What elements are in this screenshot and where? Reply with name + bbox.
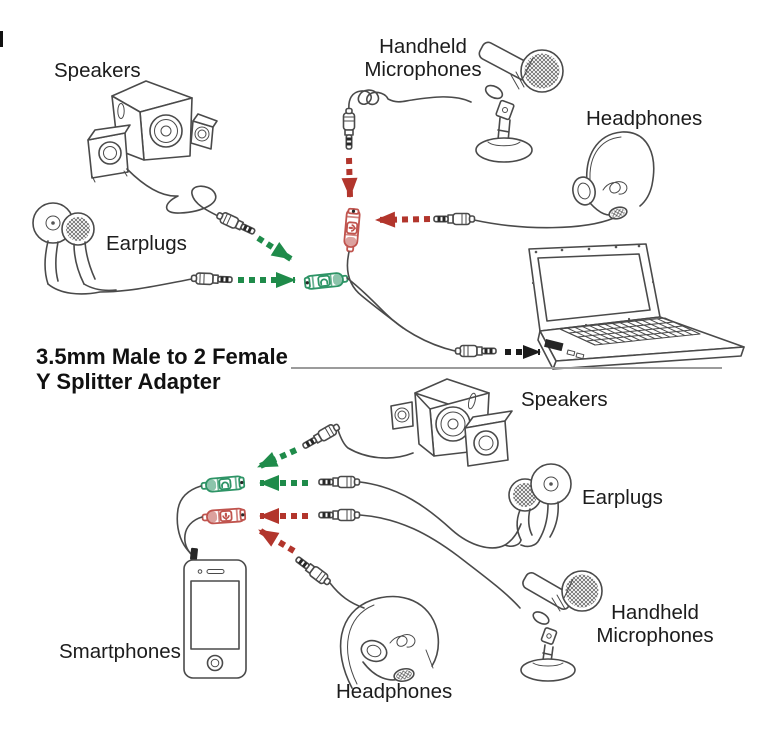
label-speakers-bottom: Speakers bbox=[521, 388, 608, 411]
label-handheld-bottom-line1: Handheld bbox=[611, 601, 699, 624]
microphone-cable-top bbox=[348, 89, 472, 111]
red-arrow-microphone-top bbox=[341, 157, 358, 198]
label-headphones-bottom: Headphones bbox=[336, 680, 453, 703]
product-title-line1: 3.5mm Male to 2 Female bbox=[36, 344, 288, 369]
speakers-cable-bottom bbox=[337, 429, 414, 459]
audio-plug-speakers-top bbox=[214, 209, 258, 238]
speakers-illustration-top bbox=[87, 80, 218, 183]
label-earplugs-top: Earplugs bbox=[106, 232, 187, 255]
audio-plug-speakers-bottom bbox=[299, 420, 343, 453]
headset-cable-bottom bbox=[329, 582, 365, 609]
headphone-port-connector-bottom bbox=[200, 474, 246, 494]
red-arrow-headphones-top bbox=[375, 211, 431, 228]
headset-illustration-top bbox=[572, 131, 655, 220]
earbuds-cable-top bbox=[47, 278, 193, 295]
splitter-cable-green-top bbox=[346, 277, 456, 352]
label-handheld-microphones-top: Handheld Microphones bbox=[355, 35, 491, 81]
speakers-cable-top bbox=[126, 168, 223, 219]
section-divider bbox=[291, 367, 722, 369]
splitter-cable-red-top bbox=[346, 251, 404, 329]
audio-plug-microphone-top bbox=[342, 107, 356, 150]
microphone-illustration-bottom bbox=[520, 570, 603, 682]
label-handheld-top-line2: Microphones bbox=[364, 58, 482, 81]
label-headphones-top: Headphones bbox=[586, 107, 703, 130]
edge-artifact bbox=[0, 31, 3, 47]
mic-port-connector-top bbox=[342, 207, 362, 253]
product-title-line2: Y Splitter Adapter bbox=[36, 369, 221, 394]
speakers-illustration-bottom bbox=[390, 378, 513, 467]
mic-port-connector-bottom bbox=[201, 507, 247, 526]
red-arrow-headphones-bottom bbox=[257, 527, 296, 554]
label-smartphones: Smartphones bbox=[59, 640, 181, 663]
audio-plug-earplugs-top bbox=[190, 271, 233, 286]
splitter-cable-red-bottom bbox=[184, 516, 203, 556]
audio-plug-laptop bbox=[454, 344, 497, 358]
laptop-illustration bbox=[528, 243, 745, 370]
earbuds-cable-bottom bbox=[359, 481, 540, 549]
audio-plug-earplugs-bottom bbox=[318, 475, 361, 489]
microphone-cable-bottom bbox=[359, 514, 521, 609]
headphone-port-connector-top bbox=[303, 271, 349, 291]
splitter-cable-green-bottom bbox=[176, 485, 202, 557]
audio-plug-microphone-bottom bbox=[318, 508, 361, 522]
green-arrow-speakers-top bbox=[256, 235, 293, 262]
label-handheld-bottom-line2: Microphones bbox=[596, 624, 714, 647]
microphone-illustration-top bbox=[475, 41, 564, 163]
audio-plug-headphones-bottom bbox=[292, 553, 334, 589]
headset-illustration-bottom bbox=[339, 595, 440, 689]
label-earplugs-bottom: Earplugs bbox=[582, 486, 663, 509]
product-title: 3.5mm Male to 2 Female Y Splitter Adapte… bbox=[36, 344, 288, 394]
green-arrow-speakers-bottom bbox=[256, 447, 298, 470]
label-handheld-microphones-bottom: Handheld Microphones bbox=[588, 601, 722, 647]
earbuds-illustration-bottom bbox=[508, 463, 572, 541]
audio-plug-headphones-top bbox=[433, 212, 476, 226]
label-handheld-top-line1: Handheld bbox=[379, 35, 467, 58]
earbuds-illustration-top bbox=[32, 202, 96, 285]
headset-cable-top bbox=[473, 217, 615, 229]
smartphone-illustration bbox=[183, 547, 247, 679]
label-speakers-top: Speakers bbox=[54, 59, 141, 82]
